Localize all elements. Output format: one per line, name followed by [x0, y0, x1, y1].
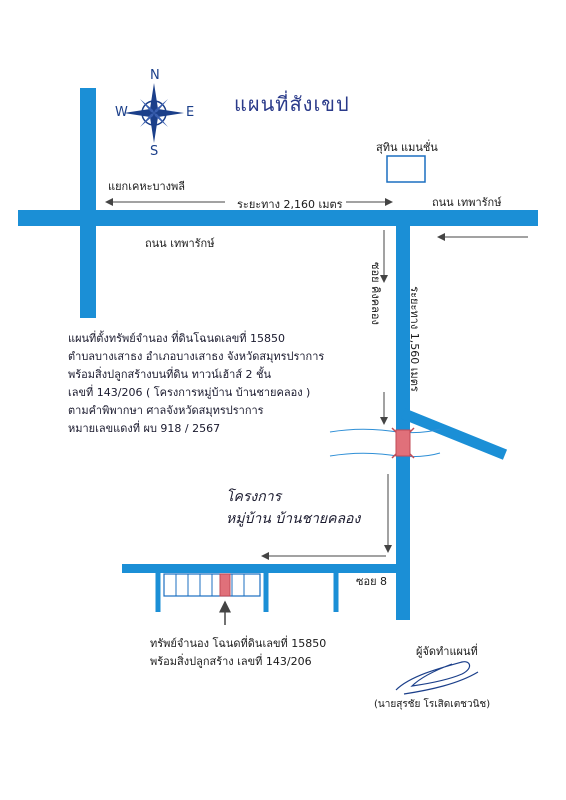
- townhouse-block: [163, 573, 261, 597]
- property-unit: [219, 573, 231, 597]
- distance-main-label: ระยะทาง 2,160 เมตร: [237, 198, 343, 211]
- info-block: แผนที่ตั้งทรัพย์จำนอง ที่ดินโฉนดเลขที่ 1…: [68, 330, 324, 438]
- distance-side-label: ระยะทาง 1,560 เมตร: [407, 286, 421, 392]
- soi-side-label: ซอย คิงคลอง: [369, 262, 382, 325]
- shop-box: [386, 155, 426, 183]
- signature-scribble: [395, 661, 479, 695]
- compass-e: E: [186, 105, 195, 120]
- compass-rose-icon: [124, 83, 184, 143]
- info-line: ตำบลบางเสาธง อำเภอบางเสาธง จังหวัดสมุทรป…: [68, 350, 325, 363]
- info-line: หมายเลขแดงที่ ผบ 918 / 2567: [68, 422, 221, 435]
- info-line: พร้อมสิ่งปลูกสร้างบนที่ดิน ทาวน์เฮ้าส์ 2…: [68, 368, 272, 381]
- project-label: โครงการ หมู่บ้าน บ้านชายคลอง: [226, 486, 360, 530]
- canal-line-top: [329, 428, 441, 434]
- canal-line-bottom: [329, 452, 441, 458]
- project-line-1: โครงการ: [226, 489, 282, 505]
- project-line-2: หมู่บ้าน บ้านชายคลอง: [226, 511, 361, 527]
- road-label-bottom-left: ถนน เทพารักษ์: [145, 237, 215, 250]
- bridge-icon: [391, 427, 415, 459]
- soi8-label: ซอย 8: [356, 575, 388, 588]
- property-caption-2: พร้อมสิ่งปลูกสร้าง เลขที่ 143/206: [150, 655, 312, 668]
- info-line: แผนที่ตั้งทรัพย์จำนอง ที่ดินโฉนดเลขที่ 1…: [68, 332, 286, 345]
- info-line: ตามคำพิพากษา ศาลจังหวัดสมุทรปราการ: [68, 404, 264, 417]
- road-soi8: [122, 564, 410, 573]
- compass-n: N: [150, 68, 160, 83]
- compass-w: W: [115, 105, 128, 120]
- road-vertical-left: [80, 88, 96, 318]
- info-line: เลขที่ 143/206 ( โครงการหมู่บ้าน บ้านชาย…: [68, 386, 311, 399]
- signature-name: (นายสุรชัย โรเสิดเตชวนิช): [374, 699, 491, 710]
- signature-label: ผู้จัดทำแผนที่: [416, 645, 478, 658]
- road-soi-king-khlong: [396, 222, 410, 620]
- road-label-top-right: ถนน เทพารักษ์: [432, 196, 502, 209]
- shop-label: สุทิน แมนชั่น: [376, 141, 438, 154]
- compass-s: S: [150, 144, 159, 159]
- property-caption-1: ทรัพย์จำนอง โฉนดที่ดินเลขที่ 15850: [150, 637, 327, 650]
- map-title: แผนที่สังเขป: [234, 92, 350, 116]
- junction-label: แยกเคหะบางพลี: [108, 180, 185, 193]
